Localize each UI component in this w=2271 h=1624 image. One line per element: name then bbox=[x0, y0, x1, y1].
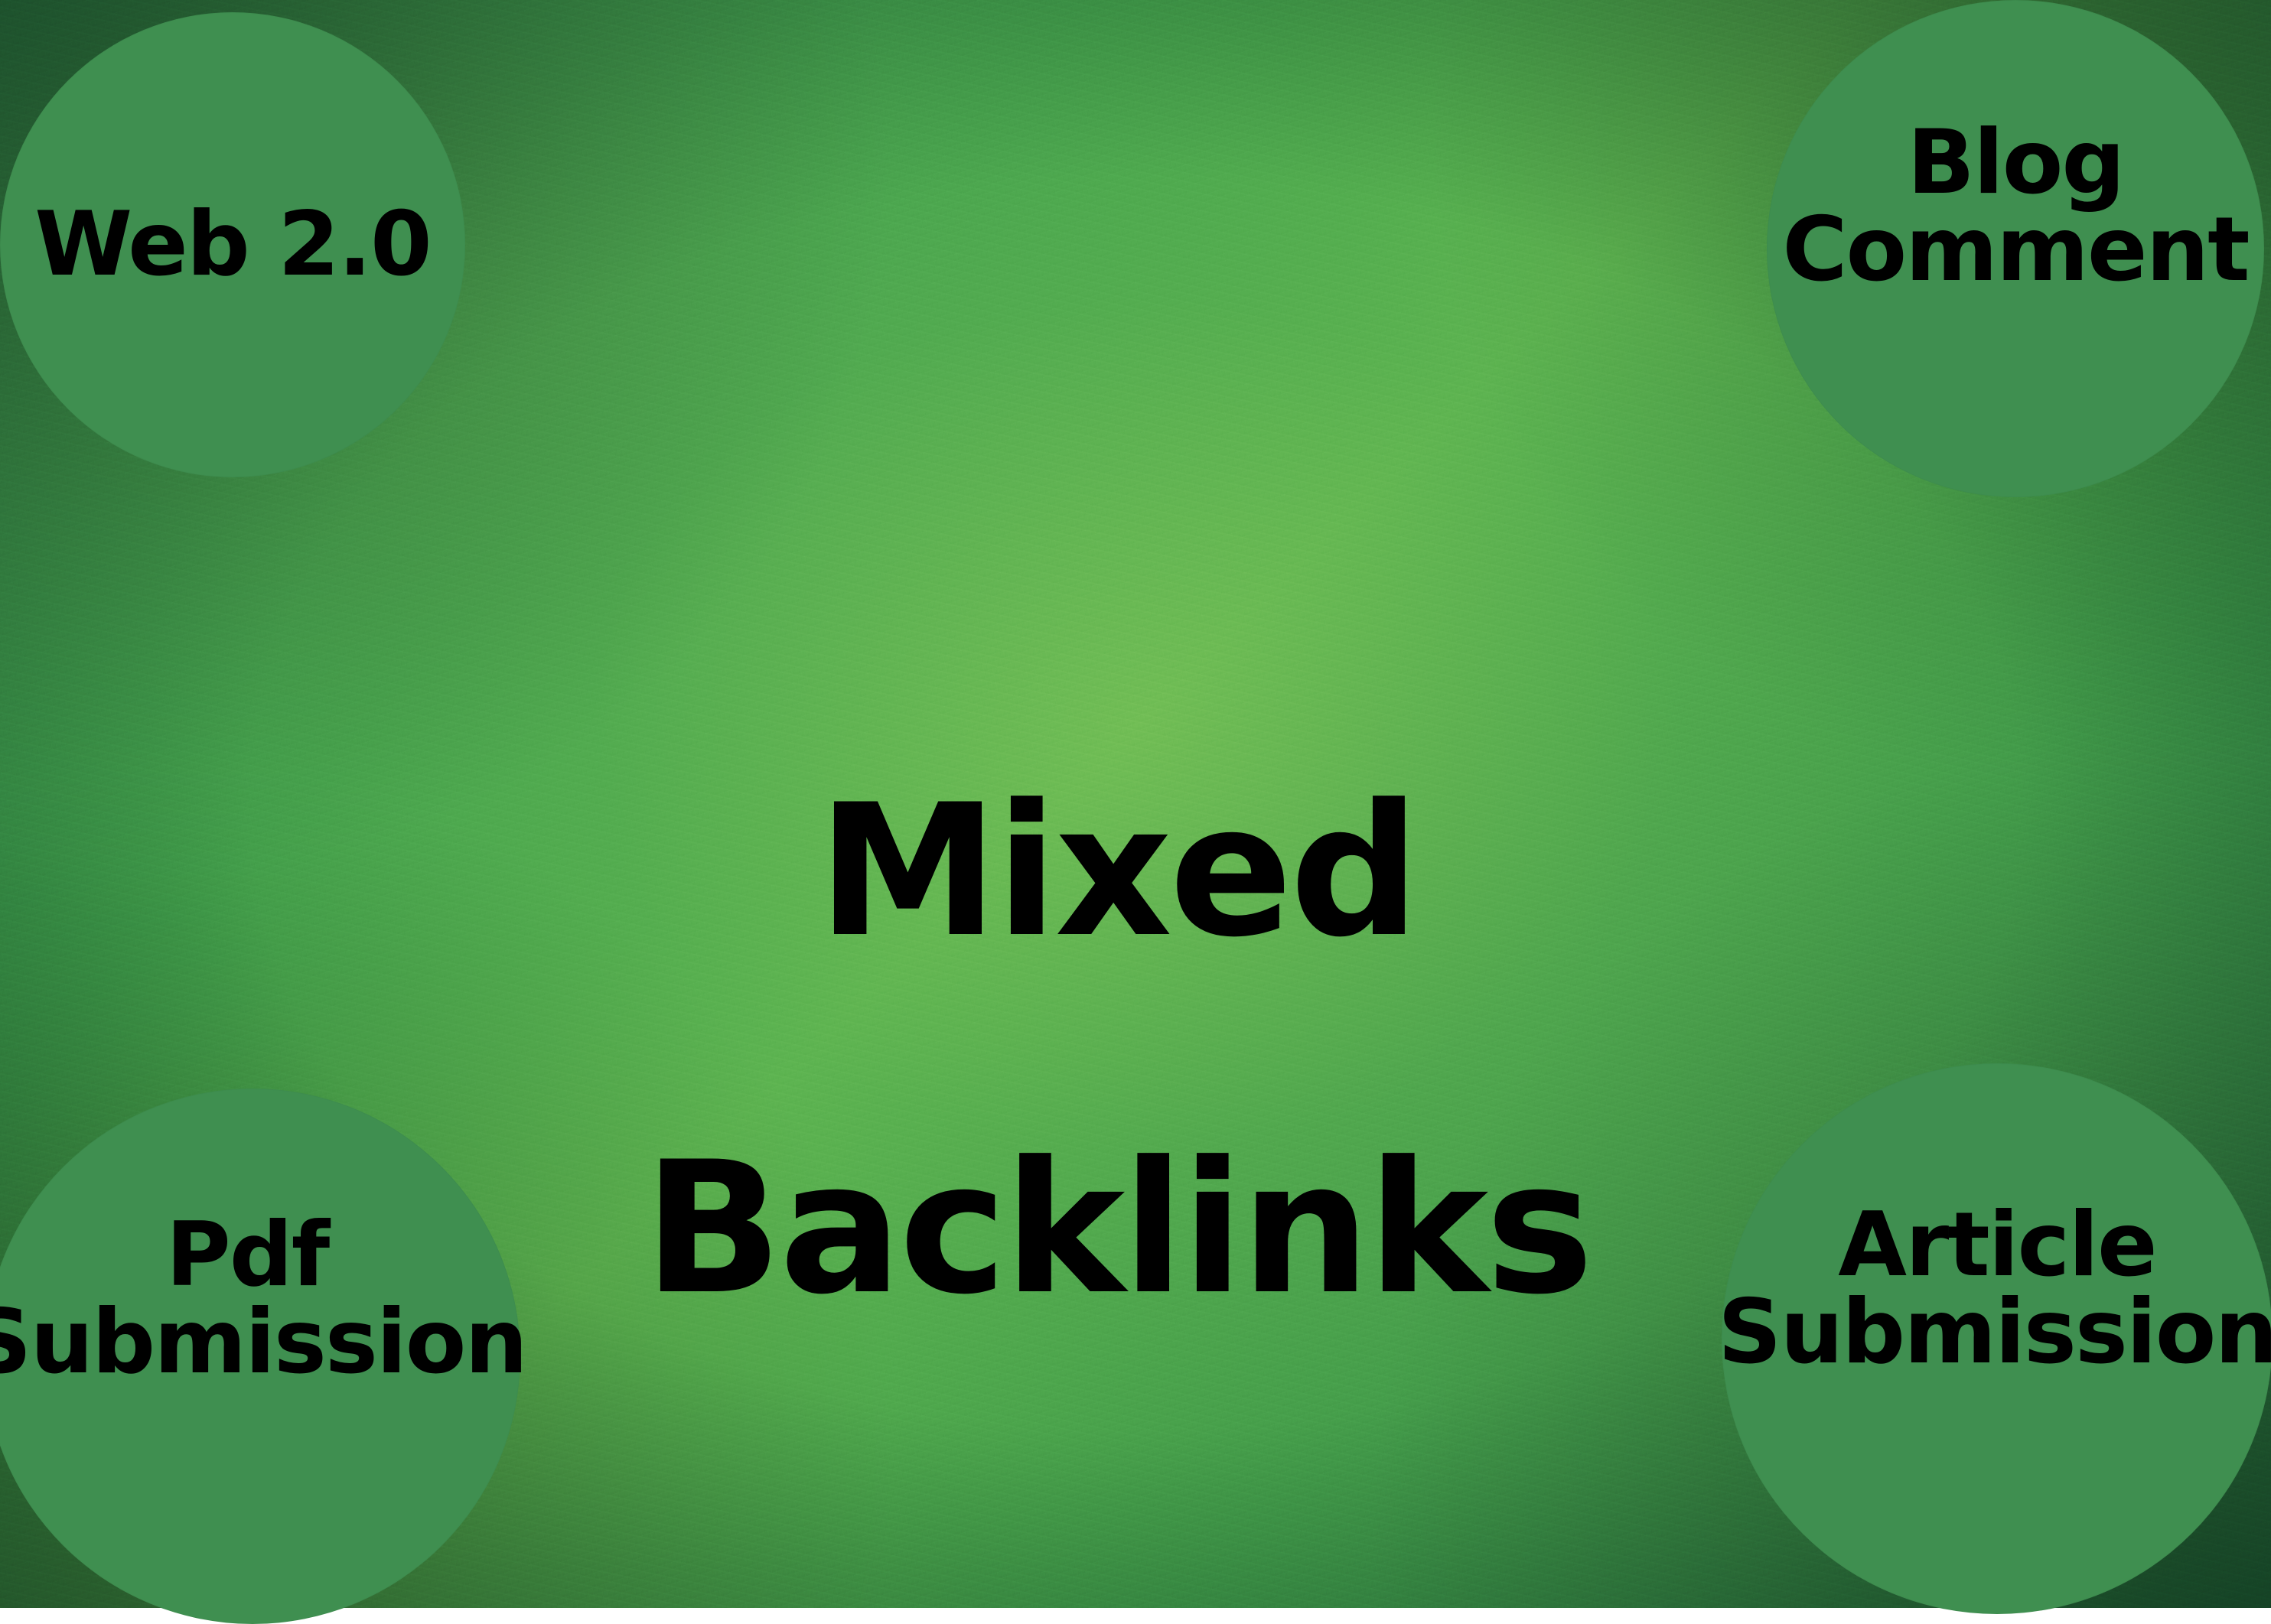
main-title-line-1: Mixed bbox=[817, 766, 1420, 978]
article-submission-circle: Article Submission bbox=[1718, 1063, 2271, 1614]
blog-comment-circle: Blog Comment bbox=[1767, 0, 2264, 497]
article-submission-label: Article Submission bbox=[1718, 1193, 2271, 1384]
main-title: Mixed Backlinks bbox=[582, 604, 1653, 1496]
pdf-submission-circle: Pdf Submission bbox=[0, 1089, 528, 1624]
web-2-0-circle: Web 2.0 bbox=[0, 12, 465, 477]
web-2-0-label: Web 2.0 bbox=[34, 193, 432, 297]
pdf-submission-label: Pdf Submission bbox=[0, 1203, 528, 1394]
main-title-line-2: Backlinks bbox=[644, 1122, 1594, 1335]
blog-comment-label: Blog Comment bbox=[1782, 111, 2250, 301]
